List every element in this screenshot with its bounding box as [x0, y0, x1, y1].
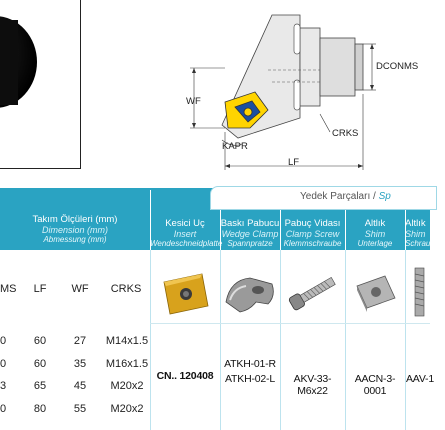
header-separator — [280, 210, 281, 250]
header-clamp-en: Wedge Clamp — [221, 229, 279, 239]
col-header-wf: WF — [71, 283, 89, 295]
column-separator — [345, 250, 346, 430]
header-shim2-de: Schrau — [405, 239, 431, 248]
header-clamp: Baskı Pabucu Wedge Clamp Spannpratze — [220, 218, 280, 249]
kapr-label: KAPR — [222, 141, 248, 152]
lf-label: LF — [288, 157, 300, 168]
header-tool-dimensions: Takım Ölçüleri (mm) Dimension (mm) Abmes… — [0, 214, 150, 245]
header-insert-tr: Kesici Uç — [165, 218, 205, 229]
clamp-code-1: ATKH-01-R — [224, 358, 276, 370]
cell-lf: 80 — [33, 403, 47, 415]
cell-dconms: 3 — [0, 380, 7, 392]
spare-parts-tab — [210, 186, 437, 210]
header-screw-en: Clamp Screw — [285, 229, 340, 239]
col-header-dconms: MS — [0, 283, 17, 295]
header-shim: Altlık Shim Unterlage — [345, 218, 405, 249]
spare-parts-title: Yedek Parçaları / Sp — [300, 191, 391, 202]
header-shim-en: Shim — [364, 229, 386, 239]
header-separator — [345, 210, 346, 250]
dconms-label: DCONMS — [376, 61, 419, 72]
col-header-lf: LF — [33, 283, 47, 295]
header-separator — [150, 190, 151, 250]
cell-dconms: 0 — [0, 403, 7, 415]
cell-lf: 60 — [33, 335, 47, 347]
cell-wf: 45 — [73, 380, 87, 392]
cell-wf: 27 — [73, 335, 87, 347]
header-insert: Kesici Uç Insert Wendeschneidplatte — [150, 218, 223, 249]
header-shim2-tr: Altlık — [405, 218, 426, 229]
column-separator — [150, 250, 151, 430]
shim-code: AACN-3-0001 — [354, 373, 396, 397]
header-shim-2: Altlık Shim Schrau — [405, 218, 445, 249]
screw-code: AKV-33-M6x22 — [293, 373, 332, 397]
header-clamp-tr: Baskı Pabucu — [220, 218, 280, 229]
cell-dconms: 0 — [0, 358, 7, 370]
wedge-clamp-image — [220, 262, 280, 322]
spare-parts-title-tr: Yedek Parçaları / — [300, 191, 376, 202]
cell-lf: 65 — [33, 380, 47, 392]
header-clamp-de: Spannpratze — [227, 239, 273, 248]
column-separator — [280, 250, 281, 430]
cell-dconms: 0 — [0, 335, 7, 347]
cell-crks: M16x1.5 — [105, 358, 149, 370]
clamp-code-2: ATKH-02-L — [225, 373, 275, 385]
cell-crks: M20x2 — [110, 403, 144, 415]
cell-crks: M20x2 — [110, 380, 144, 392]
technical-drawing: DCONMS WF CRKS KAPR LF — [180, 10, 430, 175]
wf-label: WF — [186, 96, 201, 107]
header-shim-tr: Altlık — [364, 218, 386, 229]
header-separator — [220, 210, 221, 250]
header-tool-dims-de: Abmessung (mm) — [43, 235, 107, 244]
shim2-code: AAV-1 — [406, 373, 434, 385]
column-separator — [405, 250, 406, 430]
insert-image — [150, 262, 220, 322]
header-insert-en: Insert — [173, 229, 197, 239]
header-tool-dims-tr: Takım Ölçüleri (mm) — [32, 214, 118, 225]
header-insert-de: Wendeschneidplatte — [150, 239, 223, 248]
crks-label: CRKS — [332, 128, 359, 139]
clamp-screw-image — [280, 262, 345, 322]
insert-code: CN.. 120408 — [156, 370, 214, 382]
shim-screw-image — [405, 262, 430, 322]
header-shim2-en: Shim — [405, 229, 426, 239]
parts-image-divider — [150, 323, 430, 324]
shim-image — [345, 262, 405, 322]
cell-lf: 60 — [33, 358, 47, 370]
product-photo — [0, 0, 81, 169]
header-separator — [405, 210, 406, 250]
cell-crks: M14x1.5 — [105, 335, 149, 347]
tool-holder-photo — [0, 16, 37, 108]
header-screw-tr: Pabuç Vidası — [284, 218, 341, 229]
header-tool-dims-en: Dimension (mm) — [41, 225, 108, 235]
cell-wf: 35 — [73, 358, 87, 370]
header-shim-de: Unterlage — [357, 239, 393, 248]
spare-parts-title-en: Sp — [378, 191, 391, 202]
col-header-crks: CRKS — [110, 283, 142, 295]
column-separator — [220, 250, 221, 430]
header-screw-de: Klemmschraube — [283, 239, 342, 248]
header-screw: Pabuç Vidası Clamp Screw Klemmschraube — [280, 218, 345, 249]
cell-wf: 55 — [73, 403, 87, 415]
